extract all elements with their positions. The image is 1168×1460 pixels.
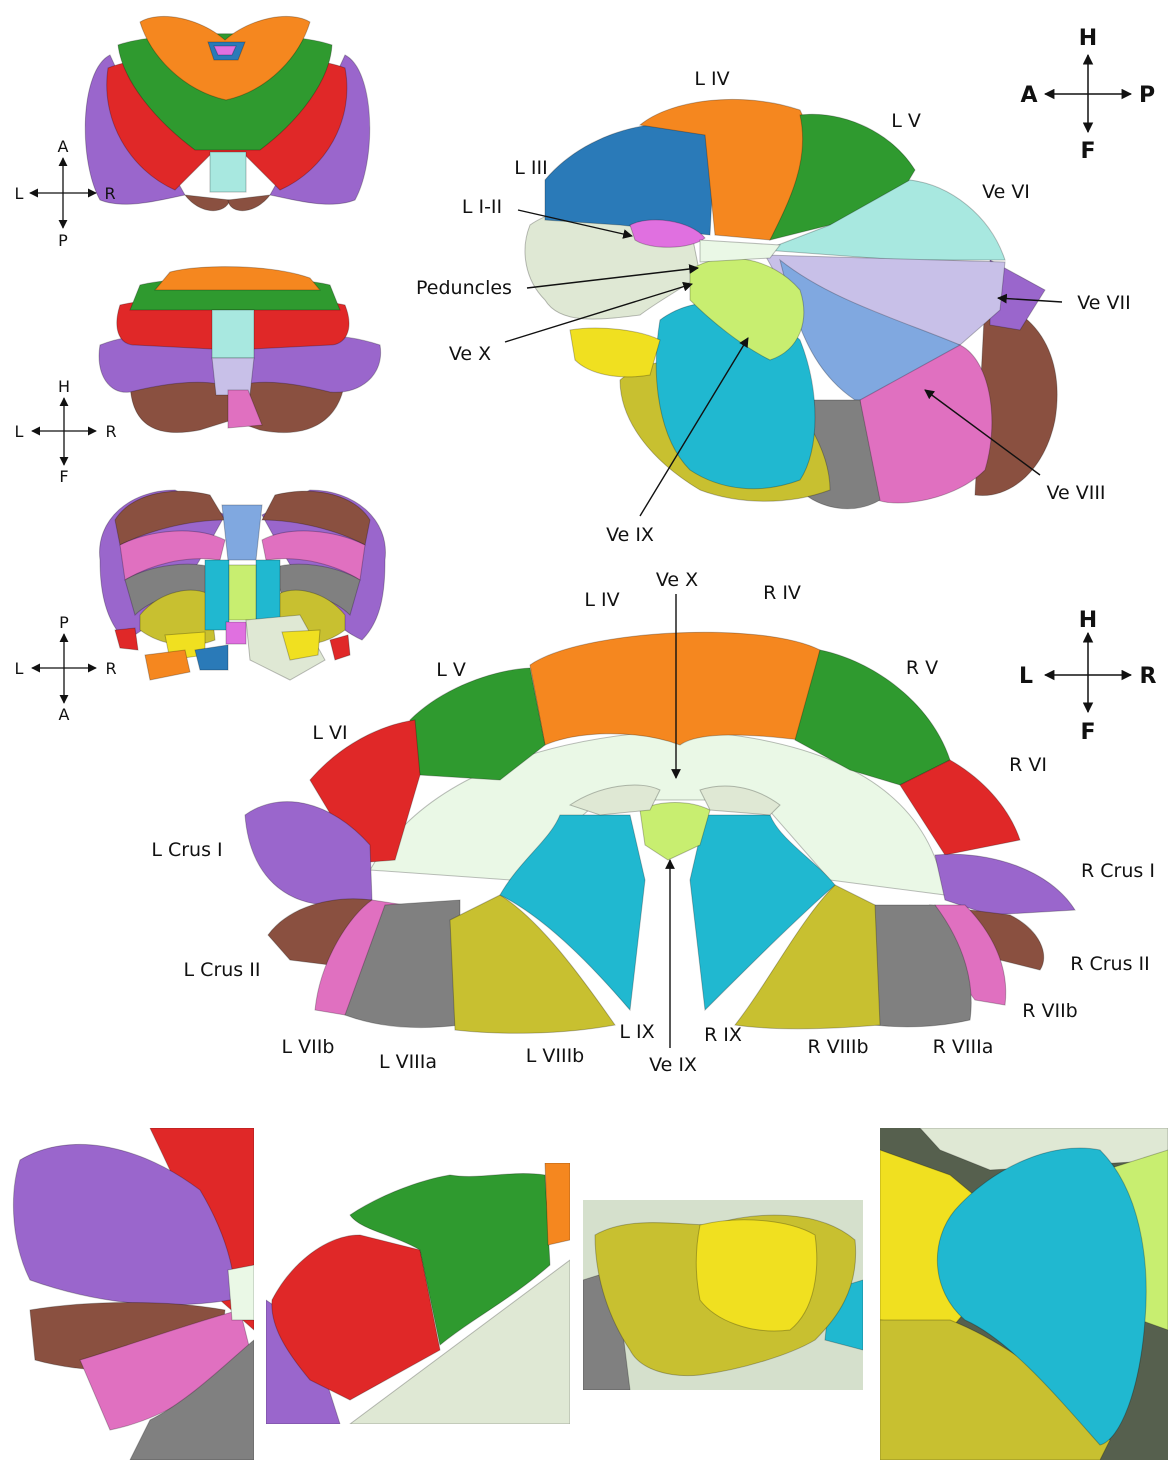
- orientation-cross-sagittal: H F A P: [1020, 26, 1155, 164]
- orientation-right-label: P: [1139, 83, 1155, 108]
- coronal-view: [245, 632, 1075, 1033]
- orientation-left-label: L: [15, 422, 24, 441]
- orientation-left-label: A: [1020, 83, 1037, 108]
- sagittal-view: [525, 99, 1057, 508]
- label-l-iii: L III: [514, 157, 547, 179]
- lobule-iv-region: [545, 1163, 570, 1245]
- lobule-i-ii-region: [226, 622, 246, 644]
- orientation-up-label: H: [58, 377, 70, 396]
- label-r-viib: R VIIb: [1022, 1000, 1078, 1022]
- orientation-down-label: P: [58, 231, 68, 250]
- lobule-iii-region: [545, 125, 715, 235]
- yellow-region: [570, 328, 660, 377]
- label-l-viiia: L VIIIa: [379, 1051, 437, 1073]
- orientation-cross-3: P A L R: [15, 613, 117, 724]
- orientation-left-label: L: [15, 659, 24, 678]
- lobule-x-region: [229, 565, 256, 620]
- vermis-viii-region: [222, 505, 262, 560]
- closeup-panel-3: [583, 1200, 863, 1390]
- lobule-iv-region: [155, 267, 320, 290]
- view-inferior: [100, 490, 386, 680]
- crus-ii-left-region: [185, 195, 230, 211]
- label-ve-viii: Ve VIII: [1046, 482, 1105, 504]
- lobule-vi-region: [115, 628, 138, 650]
- lobule-i-ii-region: [214, 46, 236, 55]
- label-ve-x: Ve X: [449, 343, 491, 365]
- label-r-vi: R VI: [1009, 754, 1047, 776]
- view-anterior: [99, 267, 381, 433]
- label-l-crus-ii: L Crus II: [184, 959, 261, 981]
- orientation-left-label: L: [1019, 664, 1033, 689]
- vermis-vi-region: [212, 310, 254, 358]
- orientation-up-label: A: [58, 137, 69, 156]
- label-l-v: L V: [891, 110, 921, 132]
- lobule-vi-region: [330, 635, 350, 660]
- orientation-right-label: R: [105, 659, 116, 678]
- orientation-left-label: L: [15, 184, 24, 203]
- label-l-iv: L IV: [584, 589, 619, 611]
- label-r-viiia: R VIIIa: [933, 1036, 994, 1058]
- label-ve-vi: Ve VI: [982, 181, 1030, 203]
- orientation-up-label: P: [59, 613, 69, 632]
- vermis-vi-region: [210, 152, 246, 192]
- label-l-crus-i: L Crus I: [151, 839, 222, 861]
- label-r-crus-ii: R Crus II: [1070, 953, 1150, 975]
- closeup-panel-1: [10, 1128, 254, 1460]
- label-r-crus-i: R Crus I: [1081, 860, 1155, 882]
- orientation-right-label: R: [104, 184, 115, 203]
- label-r-ix: R IX: [704, 1024, 742, 1046]
- lobule-iii-region: [195, 645, 228, 670]
- vermis-vii-region: [212, 358, 254, 395]
- orientation-right-label: R: [105, 422, 116, 441]
- label-l-vi: L VI: [312, 722, 347, 744]
- lobule-iv-region: [145, 650, 190, 680]
- orientation-right-label: R: [1140, 664, 1157, 689]
- orientation-down-label: A: [59, 705, 70, 724]
- label-l-viib: L VIIb: [282, 1036, 335, 1058]
- orientation-cross-coronal: H F L R: [1019, 608, 1157, 745]
- orientation-cross-2: H F L R: [15, 377, 117, 486]
- orientation-down-label: F: [59, 467, 68, 486]
- label-r-viiib: R VIIIb: [807, 1036, 868, 1058]
- closeup-panel-2: [266, 1163, 570, 1424]
- label-ve-x: Ve X: [656, 569, 698, 591]
- crus-ii-right-region: [228, 195, 270, 211]
- white-matter-region: [228, 1265, 254, 1320]
- label-r-iv: R IV: [763, 582, 801, 604]
- label-r-v: R V: [906, 657, 938, 679]
- label-l-iv: L IV: [694, 68, 729, 90]
- lobule-iv-region: [530, 632, 820, 745]
- label-ve-ix: Ve IX: [606, 524, 654, 546]
- view-superior: [85, 16, 370, 210]
- label-l-i-ii: L I-II: [462, 196, 502, 218]
- orientation-up-label: H: [1079, 608, 1097, 633]
- label-l-viiib: L VIIIb: [526, 1045, 585, 1067]
- lobule-ix-region: [205, 560, 229, 630]
- label-ve-ix: Ve IX: [649, 1054, 697, 1076]
- label-peduncles: Peduncles: [416, 277, 512, 299]
- orientation-down-label: F: [1080, 720, 1095, 745]
- label-l-ix: L IX: [619, 1021, 654, 1043]
- label-ve-vii: Ve VII: [1077, 292, 1130, 314]
- orientation-down-label: F: [1080, 139, 1095, 164]
- orientation-up-label: H: [1079, 26, 1097, 51]
- closeup-panel-4: [880, 1128, 1168, 1460]
- label-l-v: L V: [436, 659, 466, 681]
